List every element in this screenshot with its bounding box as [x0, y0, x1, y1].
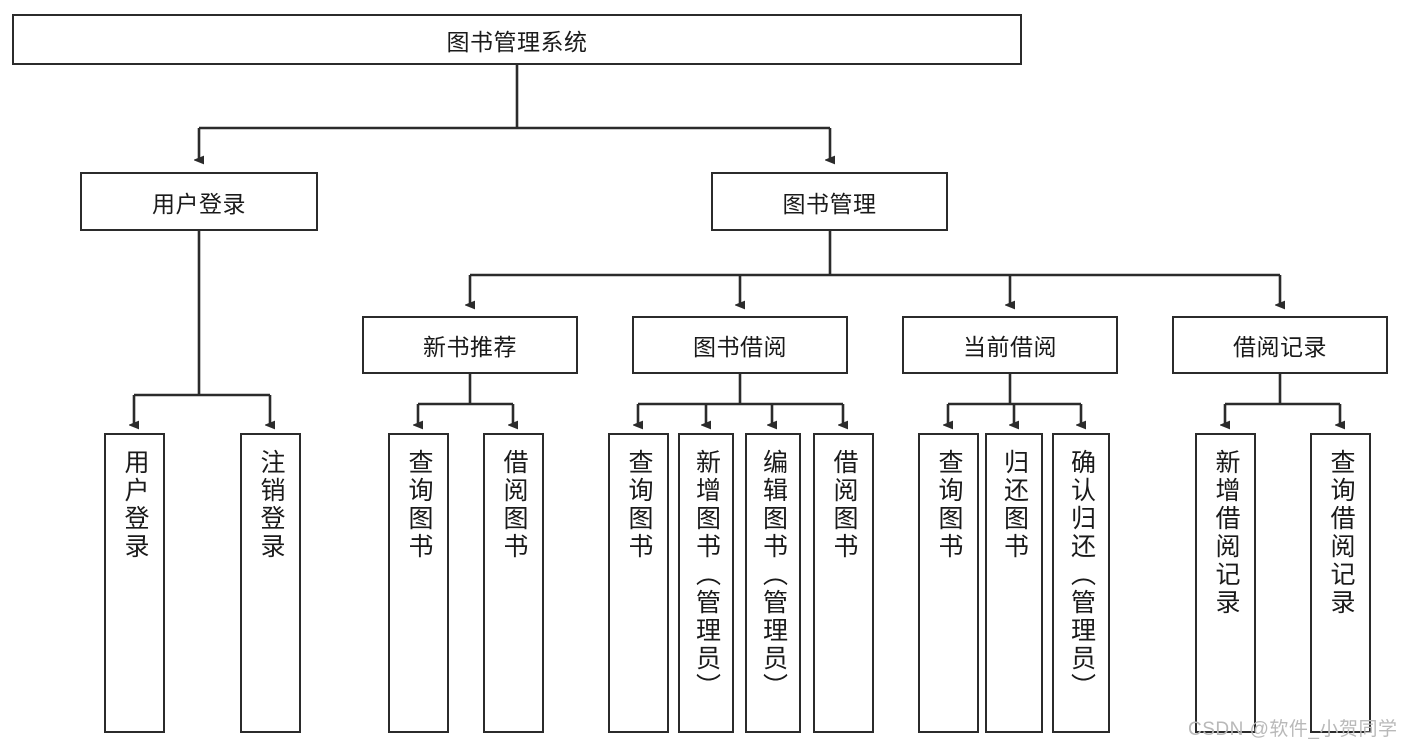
- leaf-edit-book-label: 编辑图书（管理员）: [759, 449, 788, 701]
- leaf-query-book-2-label: 查询图书: [625, 449, 653, 561]
- leaf-return-book-label: 归还图书: [1000, 449, 1029, 561]
- leaf-add-record[interactable]: 新增借阅记录: [1195, 433, 1256, 733]
- leaf-borrow-book-2-label: 借阅图书: [830, 449, 858, 561]
- node-borrow-record-label: 借阅记录: [1233, 334, 1327, 360]
- leaf-user-login[interactable]: 用户登录: [104, 433, 165, 733]
- leaf-query-book-1[interactable]: 查询图书: [388, 433, 449, 733]
- leaf-user-logout-label: 注销登录: [257, 449, 285, 561]
- leaf-query-book-2[interactable]: 查询图书: [608, 433, 669, 733]
- node-user-login[interactable]: 用户登录: [80, 172, 318, 231]
- leaf-edit-book[interactable]: 编辑图书（管理员）: [745, 433, 801, 733]
- leaf-query-book-1-label: 查询图书: [405, 449, 433, 561]
- leaf-confirm-return-label: 确认归还（管理员）: [1067, 449, 1096, 701]
- node-current-borrow-label: 当前借阅: [963, 334, 1057, 360]
- node-borrow-record[interactable]: 借阅记录: [1172, 316, 1388, 374]
- node-book-management-label: 图书管理: [782, 190, 877, 217]
- node-root[interactable]: 图书管理系统: [12, 14, 1022, 65]
- leaf-query-book-3-label: 查询图书: [935, 449, 963, 561]
- node-new-book-recommend-label: 新书推荐: [423, 334, 517, 360]
- leaf-add-record-label: 新增借阅记录: [1212, 449, 1240, 617]
- node-current-borrow[interactable]: 当前借阅: [902, 316, 1118, 374]
- leaf-query-book-3[interactable]: 查询图书: [918, 433, 979, 733]
- leaf-borrow-book-1[interactable]: 借阅图书: [483, 433, 544, 733]
- leaf-user-login-label: 用户登录: [121, 449, 149, 561]
- leaf-user-logout[interactable]: 注销登录: [240, 433, 301, 733]
- watermark-text: CSDN @软件_小贺同学: [1188, 719, 1398, 740]
- node-user-login-label: 用户登录: [152, 190, 246, 217]
- leaf-confirm-return[interactable]: 确认归还（管理员）: [1052, 433, 1110, 733]
- leaf-return-book[interactable]: 归还图书: [985, 433, 1043, 733]
- leaf-add-book-label: 新增图书（管理员）: [692, 449, 721, 701]
- leaf-query-record-label: 查询借阅记录: [1327, 449, 1355, 617]
- leaf-borrow-book-2[interactable]: 借阅图书: [813, 433, 874, 733]
- node-root-label: 图书管理系统: [446, 28, 588, 55]
- node-book-borrow[interactable]: 图书借阅: [632, 316, 848, 374]
- leaf-borrow-book-1-label: 借阅图书: [500, 449, 528, 561]
- leaf-query-record[interactable]: 查询借阅记录: [1310, 433, 1371, 733]
- node-book-management[interactable]: 图书管理: [711, 172, 948, 231]
- node-new-book-recommend[interactable]: 新书推荐: [362, 316, 578, 374]
- node-book-borrow-label: 图书借阅: [693, 334, 787, 360]
- leaf-add-book[interactable]: 新增图书（管理员）: [678, 433, 734, 733]
